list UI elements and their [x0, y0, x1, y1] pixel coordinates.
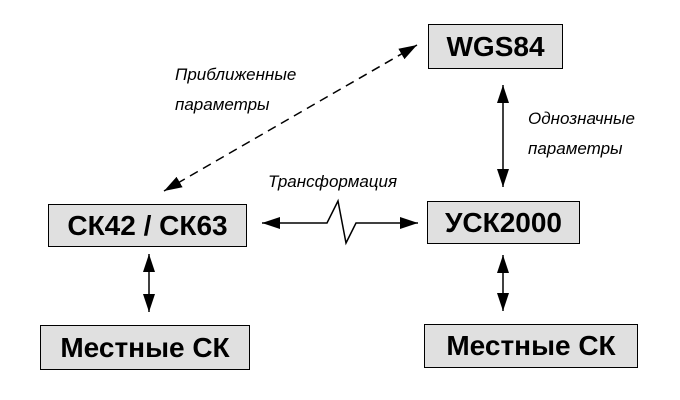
edge-label-transformation-text: Трансформация [268, 172, 398, 191]
node-sk42-sk63-label: СК42 / СК63 [67, 209, 228, 241]
node-local-sk-left-label: Местные СК [60, 331, 230, 363]
node-usk2000-label: УСК2000 [444, 206, 563, 238]
node-wgs84-label: WGS84 [446, 30, 545, 62]
edge-label-approximate-parameters: Приближенные параметры [175, 60, 296, 120]
node-sk42-sk63: СК42 / СК63 [48, 204, 247, 247]
edge-label-approximate-line1: Приближенные [175, 65, 297, 84]
node-usk2000: УСК2000 [427, 201, 580, 244]
node-local-sk-right: Местные СК [424, 324, 638, 368]
node-local-sk-right-label: Местные СК [446, 330, 616, 361]
node-local-sk-left: Местные СК [40, 325, 250, 370]
dashed-arrow-sk42-wgs84 [163, 44, 418, 192]
edge-label-approximate-line2: параметры [175, 95, 270, 114]
edge-label-unambiguous-line1: Однозначные [528, 109, 635, 128]
node-wgs84: WGS84 [428, 24, 563, 69]
edge-label-unambiguous-parameters: Однозначные параметры [528, 104, 635, 164]
edge-label-unambiguous-line2: параметры [528, 139, 623, 158]
edge-label-transformation: Трансформация [268, 167, 397, 197]
broken-arrow-sk42-usk2000 [262, 198, 418, 246]
